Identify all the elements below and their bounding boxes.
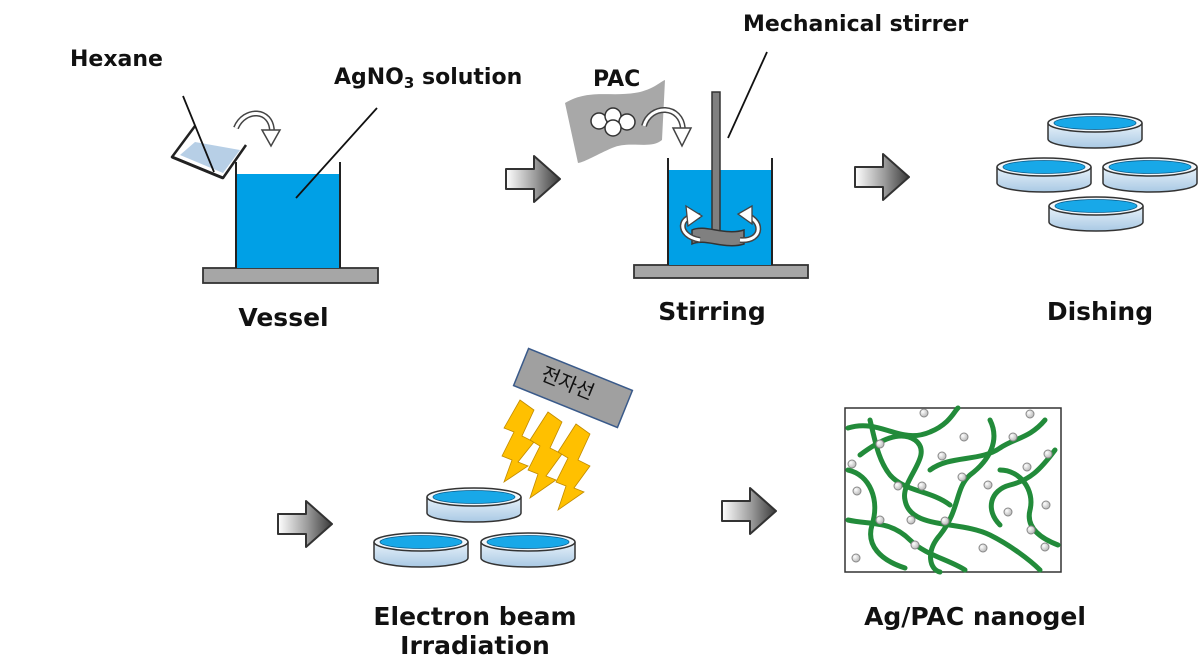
- pac-particles: [590, 107, 636, 137]
- process-arrow-icon: [721, 487, 777, 535]
- petri-dish: [480, 532, 576, 568]
- pouring-beaker: [170, 95, 248, 180]
- vessel-label: Vessel: [238, 303, 329, 332]
- petri-dish: [1102, 157, 1198, 193]
- dishing-step: [996, 113, 1198, 232]
- agno3-solution-word: solution: [414, 65, 523, 90]
- agno3-formula: AgNO: [334, 65, 404, 90]
- petri-dish: [426, 487, 522, 523]
- dishing-label: Dishing: [1046, 297, 1154, 326]
- electron-beam-step: [373, 347, 634, 568]
- pac-label: PAC: [593, 67, 641, 92]
- electron-beam-label-line1: Electron beam: [373, 602, 577, 631]
- mechanical-stirrer-label: Mechanical stirrer: [743, 12, 969, 37]
- process-arrow-icon: [277, 500, 333, 548]
- petri-dish: [1048, 196, 1144, 232]
- pour-arrow-icon: [233, 110, 282, 148]
- stirring-label: Stirring: [658, 297, 766, 326]
- stir-arrow-icon: [679, 204, 762, 244]
- vessel-stand: [202, 267, 379, 284]
- agno3-solution-label: AgNO3 solution: [334, 65, 522, 92]
- process-arrow-icon: [854, 153, 910, 201]
- electron-beam-sign: [512, 347, 634, 429]
- pac-curved-arrow-icon: [641, 107, 693, 148]
- electron-beam-label-line2: Irradiation: [400, 631, 550, 660]
- petri-dish: [1047, 113, 1143, 149]
- petri-dish: [373, 532, 469, 568]
- silver-nanoparticles: [847, 408, 1053, 563]
- agno3-subscript: 3: [403, 74, 415, 92]
- process-arrow-icon: [505, 155, 561, 203]
- stirring-step: [565, 51, 809, 279]
- stirrer-pointer-line: [727, 51, 768, 139]
- vessel-step: [170, 95, 379, 284]
- polymer-network: [845, 405, 1061, 575]
- vessel-beaker: [235, 162, 341, 268]
- stirring-beaker: [667, 158, 773, 265]
- stirring-stand: [633, 264, 809, 279]
- petri-dish: [996, 157, 1092, 193]
- nanogel-label: Ag/PAC nanogel: [864, 602, 1086, 631]
- hexane-label: Hexane: [70, 47, 163, 72]
- vessel-liquid: [236, 174, 340, 268]
- nanogel-step: [844, 405, 1062, 575]
- stirrer-paddle: [691, 227, 745, 247]
- stirrer-shaft: [711, 91, 721, 233]
- agno3-pointer-line: [295, 107, 378, 199]
- lightning-bolt-icon: [501, 399, 591, 512]
